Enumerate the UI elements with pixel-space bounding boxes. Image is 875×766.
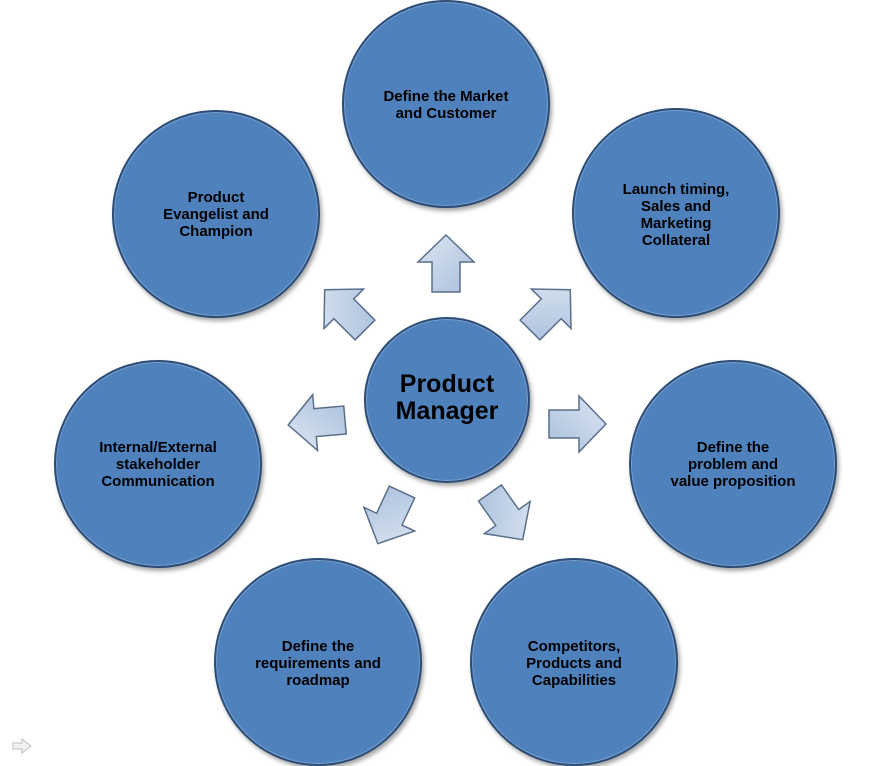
- node-evangelist-label: Product Evangelist and Champion: [163, 189, 269, 240]
- arrow-to-problem: [548, 394, 608, 454]
- node-market-label: Define the Market and Customer: [383, 88, 509, 122]
- node-problem: Define the problem and value proposition: [629, 360, 837, 568]
- node-requirements: Define the requirements and roadmap: [214, 558, 422, 766]
- arrow-to-requirements: [362, 485, 417, 545]
- node-problem-label: Define the problem and value proposition: [670, 439, 796, 490]
- arrow-to-market: [416, 233, 476, 293]
- node-launch: Launch timing, Sales and Marketing Colla…: [572, 108, 780, 318]
- arrow-to-competitors: [477, 483, 532, 541]
- arrow-to-stakeholder: [287, 392, 348, 453]
- node-evangelist: Product Evangelist and Champion: [112, 110, 320, 318]
- node-stakeholder: Internal/External stakeholder Communicat…: [54, 360, 262, 568]
- arrow-right-icon[interactable]: [12, 738, 32, 754]
- arrow-to-evangelist: [323, 288, 376, 341]
- node-stakeholder-label: Internal/External stakeholder Communicat…: [99, 439, 217, 490]
- node-competitors: Competitors, Products and Capabilities: [470, 558, 678, 766]
- center-circle: Product Manager: [364, 317, 530, 483]
- node-requirements-label: Define the requirements and roadmap: [255, 638, 381, 689]
- node-market: Define the Market and Customer: [342, 0, 550, 208]
- center-label: Product Manager: [395, 370, 499, 425]
- node-competitors-label: Competitors, Products and Capabilities: [526, 638, 622, 689]
- node-launch-label: Launch timing, Sales and Marketing Colla…: [622, 181, 730, 249]
- arrow-to-launch: [519, 288, 572, 341]
